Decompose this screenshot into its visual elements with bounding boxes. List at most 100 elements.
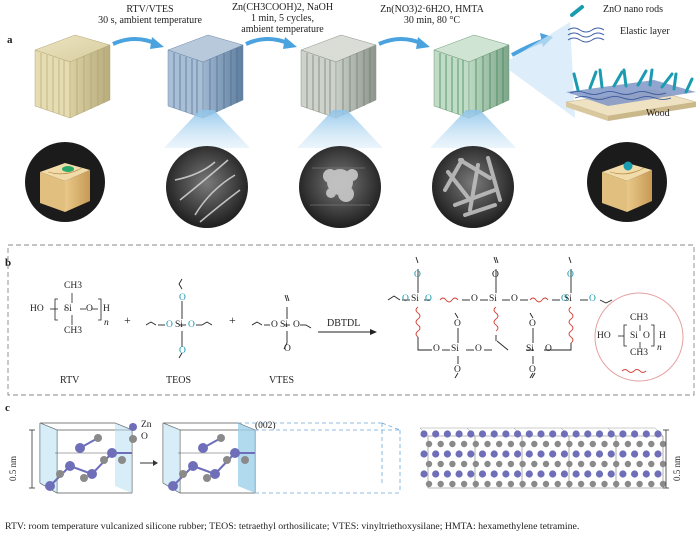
rtv-label: RTV [60,375,80,386]
unit-cell-2 [162,422,401,494]
step2-text: Zn(CH3COOH)2, NaOH 1 min, 5 cycles, ambi… [225,2,340,35]
step2-line2: 1 min, 5 cycles, [250,13,315,24]
net-si-4: Si [451,344,459,354]
elastic-coated-cube [167,34,244,119]
zn-atom [619,450,627,458]
o-atom [425,440,433,448]
zn-atom [467,450,475,458]
o-atom [589,480,596,488]
o-atom [472,440,479,448]
zn-atom [631,470,639,478]
net-o-9: O [545,344,552,354]
o-atom [613,440,620,448]
o-atom [507,480,515,488]
o-atom [577,480,585,488]
o-atom [659,460,667,468]
rtv-ho: HO [30,304,44,314]
zn-atom [490,450,498,458]
panel-b-label: b [5,257,12,269]
o-atom [566,440,573,448]
o-atom [449,480,456,488]
step3-text: Zn(NO3)2·6H2O, HMTA 30 min, 80 °C [372,4,492,26]
step3-line2: 30 min, 80 °C [403,15,461,26]
net-o-top-3: O [567,270,574,280]
o-atom [542,440,550,448]
step3-line1: Zn(NO3)2·6H2O, HMTA [380,4,484,15]
vtes-label: VTES [269,375,294,386]
o-atom [460,460,468,468]
vtes-o-bottom: O [284,344,291,354]
zn-atom [455,470,463,478]
figure-caption: RTV: room temperature vulcanized silicon… [5,521,580,532]
o-atom [484,440,491,448]
zn-atom [584,450,592,458]
net-o-2: O [425,294,432,304]
panel-a-label: a [7,34,13,46]
zn-atom [584,470,592,478]
zn-atom [490,470,498,478]
step1-line1: RTV/VTES [126,4,174,15]
zoom-beam-2 [297,110,383,148]
zn-atom [514,450,522,458]
zn-atom [420,470,428,478]
zn-atom [478,450,487,458]
net-o-13: O [529,365,536,375]
water-droplet-block-right [587,142,667,222]
o-atom [531,480,538,488]
o-atom [589,460,596,468]
legend-zno: ZnO nano rods [603,4,663,15]
o-atom [519,460,526,468]
zno-rod-symbol [570,5,584,17]
o-atom [472,460,479,468]
zn-atom [595,430,604,438]
o-legend-label: O [141,432,148,442]
zn-atom [584,430,592,438]
legend-wood: Wood [646,108,670,119]
o-atom [425,460,433,468]
zn-atom [455,430,463,438]
o-atom [554,460,561,468]
net-o-10: O [454,319,461,329]
zn-atom [560,470,569,478]
panel-c-graphics [29,422,669,494]
zn-atom [607,470,615,478]
seeded-cube [300,34,377,119]
zn-atom [502,450,510,458]
net-si-1: Si [411,294,419,304]
zn-legend-label: Zn [141,420,152,430]
o-atom [659,480,667,488]
teos-o-left: O [166,320,173,330]
step1-text: RTV/VTES 30 s, ambient temperature [95,4,205,26]
rtv-inset-circle [594,292,684,382]
zn-legend-icon [129,423,137,431]
o-atom [449,440,456,448]
zn-atom [549,450,557,458]
o-atom [648,460,655,468]
vtes-o-left: O [271,320,278,330]
legend-elastic: Elastic layer [620,26,670,37]
o-atom [577,460,585,468]
zno-coated-cube [433,34,510,119]
o-atom [601,440,608,448]
vtes-si: Si [280,320,288,330]
o-atom [449,460,456,468]
zn-atom [490,430,498,438]
zno-lattice [419,427,667,489]
o-atom [601,480,608,488]
o-atom [589,440,596,448]
rtv-n: n [104,318,109,328]
process-arrowhead-3 [416,37,430,49]
scale-label-left: 0.5 nm [8,455,18,481]
o-atom [496,480,503,488]
panel-b-frame [7,244,695,396]
net-o-top-2: O [492,270,499,280]
zn-atom [572,470,580,478]
sem-image-2 [299,146,381,228]
net-o-top-1: O [414,270,421,280]
net-o-12: O [454,365,461,375]
o-atom [636,480,643,488]
zn-atom [467,470,475,478]
zn-atom [537,430,545,438]
zn-atom [642,450,650,458]
inset-n: n [657,343,662,353]
